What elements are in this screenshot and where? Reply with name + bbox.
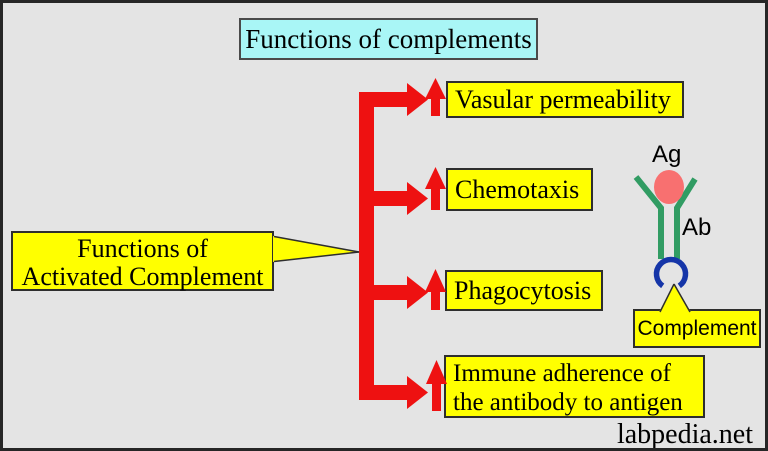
branch-2-arrowhead-icon <box>407 182 428 215</box>
diagram-title: Functions of complements <box>239 18 538 60</box>
red-bracket <box>359 78 447 411</box>
callout-line-1: Functions of <box>77 234 208 263</box>
function-box-vascular-permeability: Vasular permeability <box>446 81 684 118</box>
branch-3-arrowhead-icon <box>407 276 428 309</box>
function-box-phagocytosis: Phagocytosis <box>445 270 603 311</box>
callout-tail <box>273 235 360 263</box>
up-arrow-1-icon <box>425 78 446 116</box>
branch-3-line <box>359 285 407 300</box>
watermark-text: labpedia.net <box>616 419 753 450</box>
up-arrow-3-icon <box>425 269 446 310</box>
branch-4-line <box>359 385 407 400</box>
antibody-left-arm <box>633 175 664 259</box>
branch-1-line <box>359 92 407 107</box>
activated-complement-callout: Functions of Activated Complement <box>11 231 274 291</box>
branch-1-arrowhead-icon <box>407 83 428 116</box>
complement-callout: Complement <box>633 309 761 348</box>
function-box-chemotaxis: Chemotaxis <box>446 168 593 211</box>
up-arrow-2-icon <box>425 167 446 210</box>
callout-line-2: Activated Complement <box>21 262 264 291</box>
function-box-immune-adherence: Immune adherence of the antibody to anti… <box>444 355 705 418</box>
complement-ring <box>653 256 689 289</box>
branch-4-arrowhead-icon <box>407 376 428 409</box>
antibody-label: Ab <box>682 214 712 241</box>
branch-2-line <box>359 191 407 206</box>
complement-callout-tail <box>659 283 691 313</box>
antigen-label: Ag <box>652 141 682 168</box>
bracket-vertical-bar <box>359 93 374 400</box>
antigen-shape <box>654 170 684 204</box>
